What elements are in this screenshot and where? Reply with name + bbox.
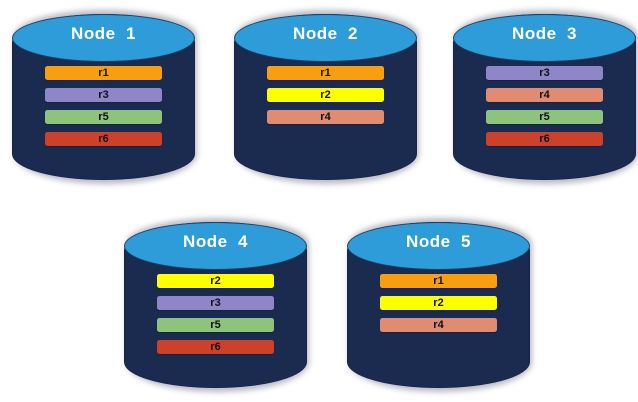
replica-bar[interactable]: r2	[157, 274, 274, 288]
replica-list: r1 r2 r4	[347, 274, 530, 340]
database-node[interactable]: Node 2 r1 r2 r4	[234, 4, 419, 184]
replica-list: r2 r3 r5 r6	[124, 274, 307, 362]
node-title: Node 5	[406, 232, 471, 251]
replica-list: r1 r3 r5 r6	[12, 66, 195, 154]
cylinder-top-ellipse	[347, 222, 530, 270]
replica-bar[interactable]: r5	[157, 318, 274, 332]
replica-bar[interactable]: r4	[267, 110, 384, 124]
replica-list: r1 r2 r4	[234, 66, 417, 132]
database-node[interactable]: Node 3 r3 r4 r5 r6	[453, 4, 638, 184]
database-node[interactable]: Node 5 r1 r2 r4	[347, 212, 532, 392]
node-title: Node 4	[183, 232, 248, 251]
replica-bar[interactable]: r1	[45, 66, 162, 80]
replica-bar[interactable]: r2	[267, 88, 384, 102]
replica-bar[interactable]: r5	[486, 110, 603, 124]
replica-bar[interactable]: r6	[486, 132, 603, 146]
replica-list: r3 r4 r5 r6	[453, 66, 636, 154]
cylinder-top-ellipse	[124, 222, 307, 270]
cylinder-top-ellipse	[453, 14, 636, 62]
replica-bar[interactable]: r5	[45, 110, 162, 124]
node-title: Node 2	[293, 24, 358, 43]
node-title: Node 3	[512, 24, 577, 43]
replica-bar[interactable]: r3	[486, 66, 603, 80]
cylinder-top-ellipse	[12, 14, 195, 62]
replica-bar[interactable]: r3	[157, 296, 274, 310]
replica-bar[interactable]: r2	[380, 296, 497, 310]
replica-bar[interactable]: r4	[486, 88, 603, 102]
replica-bar[interactable]: r3	[45, 88, 162, 102]
replica-bar[interactable]: r6	[45, 132, 162, 146]
cylinder-top-ellipse	[234, 14, 417, 62]
replica-bar[interactable]: r1	[267, 66, 384, 80]
database-node[interactable]: Node 4 r2 r3 r5 r6	[124, 212, 309, 392]
replica-bar[interactable]: r1	[380, 274, 497, 288]
replica-bar[interactable]: r6	[157, 340, 274, 354]
node-title: Node 1	[71, 24, 136, 43]
database-node[interactable]: Node 1 r1 r3 r5 r6	[12, 4, 197, 184]
replica-bar[interactable]: r4	[380, 318, 497, 332]
